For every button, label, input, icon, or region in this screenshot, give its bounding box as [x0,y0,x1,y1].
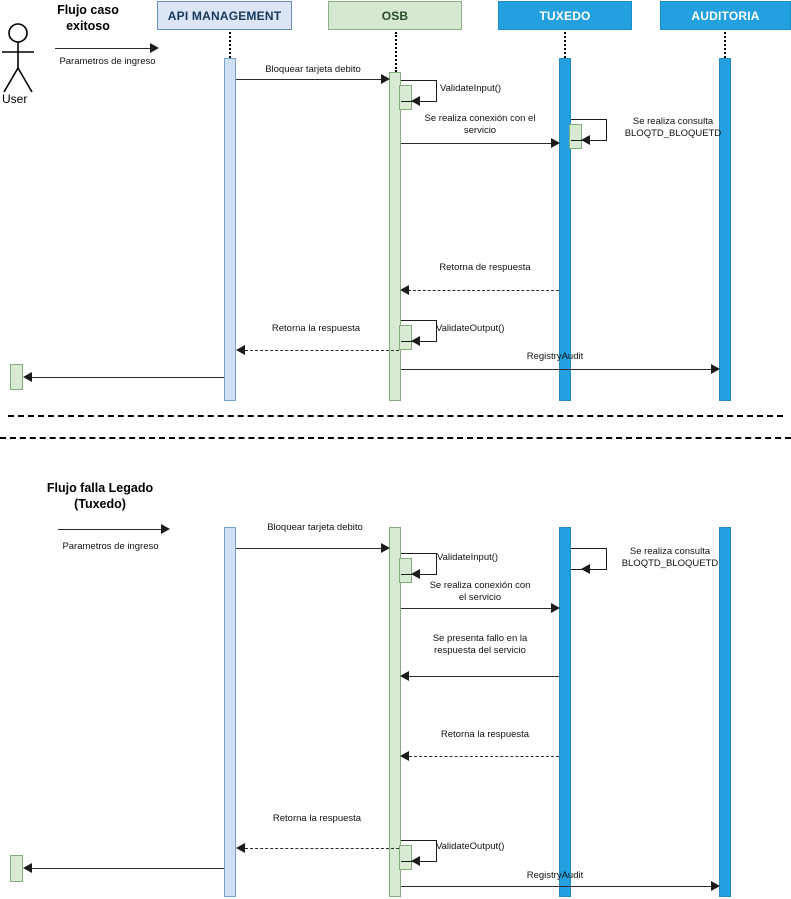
flow2-msg-fallo-arrowhead [400,671,409,681]
flow2-msg-fallo-line2: respuesta del servicio [434,645,526,656]
flow1-selfcall-consulta-arrowhead [581,135,590,145]
flow1-msg-bloquear-line [236,79,383,80]
flow2-msg-retorna-respuesta-tuxedo-arrowhead [400,751,409,761]
participant-auditoria[interactable]: AUDITORIA [660,1,791,30]
flow1-msg-retorna-la-respuesta-label: Retorna la respuesta [271,323,361,334]
flow2-msg-parametros-label: Parametros de ingreso [62,541,159,552]
flow1-msg-conexion-arrowhead [551,138,560,148]
flow2-user-return-activation [10,855,23,882]
flow2-activation-tuxedo [559,527,571,897]
user-actor-icon [2,23,34,93]
flow2-msg-retorna-respuesta-apim-label: Retorna la respuesta [272,813,362,824]
flow2-selfcall-validate-output-arrowhead [411,856,420,866]
flow1-selfcall-validate-input-arrowhead [411,96,420,106]
flow1-title-line1: Flujo caso [57,3,119,17]
flow2-title-line2: (Tuxedo) [74,497,126,511]
flow1-msg-parametros-line [55,48,152,49]
participant-label-tuxedo: TUXEDO [539,8,591,23]
flow1-selfcall-consulta-line2: BLOQTD_BLOQUETD [624,128,722,139]
flow2-msg-bloquear-line [236,548,383,549]
flow1-msg-retorna-la-respuesta-arrowhead [236,345,245,355]
flow2-msg-user-return-line [31,868,224,869]
flow2-msg-conexion-arrowhead [551,603,560,613]
flow2-title: Flujo falla Legado (Tuxedo) [20,480,180,512]
flow1-selfcall-consulta-line1: Se realiza consulta [632,116,714,127]
flow1-msg-parametros-label: Parametros de ingreso [59,56,156,67]
flow1-msg-registry-audit-label: RegistryAudit [526,351,584,362]
flow2-msg-conexion-line2: el servicio [458,592,502,603]
flow2-selfcall-consulta-line2: BLOQTD_BLOQUETD [621,558,719,569]
flow2-msg-registry-audit-label: RegistryAudit [526,870,584,881]
flow1-activation-tuxedo [559,58,571,401]
participant-label-osb: OSB [381,8,409,23]
participant-api-management[interactable]: API MANAGEMENT [157,1,292,30]
participant-osb[interactable]: OSB [328,1,462,30]
lifeline-auditoria [724,32,726,58]
flow1-msg-bloquear-arrowhead [381,74,390,84]
flow1-msg-bloquear-label: Bloquear tarjeta debito [265,64,361,75]
flow2-selfcall-consulta-label: Se realiza consulta BLOQTD_BLOQUETD [600,546,740,570]
flow2-selfcall-consulta-arrowhead [581,564,590,574]
flow1-msg-conexion-line2: servicio [463,125,497,136]
flow1-msg-retorna-respuesta-line [408,290,559,291]
flow2-title-line1: Flujo falla Legado [46,481,154,495]
flow1-msg-parametros-arrowhead [150,43,159,53]
flow1-msg-retorna-respuesta-label: Retorna de respuesta [439,262,531,273]
flow2-msg-conexion-line [401,608,553,609]
flow1-activation-api-management [224,58,236,401]
flow1-msg-registry-audit-arrowhead [711,364,720,374]
flow1-msg-retorna-respuesta-arrowhead [400,285,409,295]
flow2-msg-retorna-respuesta-apim-line [245,848,399,849]
flow1-msg-conexion-label: Se realiza conexión con el servicio [405,113,555,137]
flow1-activation-osb [389,72,401,401]
flow1-activation-auditoria [719,58,731,401]
flow2-msg-parametros-line [58,529,163,530]
flow2-selfcall-validate-output-label: ValidateOutput() [436,841,505,852]
flow2-msg-parametros-arrowhead [161,524,170,534]
flow1-msg-user-return-arrowhead [23,372,32,382]
flow2-msg-bloquear-arrowhead [381,543,390,553]
flow2-msg-conexion-label: Se realiza conexión con el servicio [405,580,555,604]
flow1-selfcall-consulta-label: Se realiza consulta BLOQTD_BLOQUETD [603,116,743,140]
flow2-msg-conexion-line1: Se realiza conexión con [429,580,531,591]
flow2-msg-fallo-line1: Se presenta fallo en la [432,633,528,644]
flow2-msg-retorna-respuesta-apim-arrowhead [236,843,245,853]
flow1-msg-user-return-line [31,377,224,378]
flow2-activation-auditoria [719,527,731,897]
lifeline-api-management [229,32,231,58]
participant-tuxedo[interactable]: TUXEDO [498,1,632,30]
user-actor-label: User [2,92,28,106]
flow2-msg-registry-audit-line [401,886,713,887]
flow2-selfcall-validate-input-arrowhead [411,569,420,579]
flow1-msg-conexion-line [401,143,553,144]
flow1-title: Flujo caso exitoso [28,2,148,34]
flow1-selfcall-validate-input-label: ValidateInput() [440,83,502,94]
lifeline-osb [395,32,397,72]
flow2-msg-retorna-respuesta-tuxedo-line [409,756,559,757]
flow1-msg-registry-audit-line [401,369,713,370]
flow-divider-bottom [0,437,791,439]
flow1-title-line2: exitoso [66,19,110,33]
flow2-msg-user-return-arrowhead [23,863,32,873]
flow2-msg-bloquear-label: Bloquear tarjeta debito [267,522,363,533]
flow2-msg-fallo-label: Se presenta fallo en la respuesta del se… [405,633,555,657]
lifeline-tuxedo [564,32,566,58]
flow2-msg-retorna-respuesta-tuxedo-label: Retorna la respuesta [440,729,530,740]
flow2-activation-osb [389,527,401,897]
flow1-selfcall-validate-output-label: ValidateOutput() [436,323,505,334]
flow2-activation-api-management [224,527,236,897]
flow2-selfcall-consulta-line1: Se realiza consulta [629,546,711,557]
flow1-msg-retorna-la-respuesta-line [245,350,399,351]
flow1-msg-conexion-line1: Se realiza conexión con el [424,113,536,124]
flow2-selfcall-validate-input-label: ValidateInput() [437,552,499,563]
flow2-msg-registry-audit-arrowhead [711,881,720,891]
participant-label-api-management: API MANAGEMENT [167,8,282,23]
flow1-selfcall-validate-output-arrowhead [411,336,420,346]
flow-divider-top [8,415,783,417]
flow1-user-return-activation [10,364,23,390]
flow2-msg-fallo-line [409,676,559,677]
participant-label-auditoria: AUDITORIA [691,8,760,23]
